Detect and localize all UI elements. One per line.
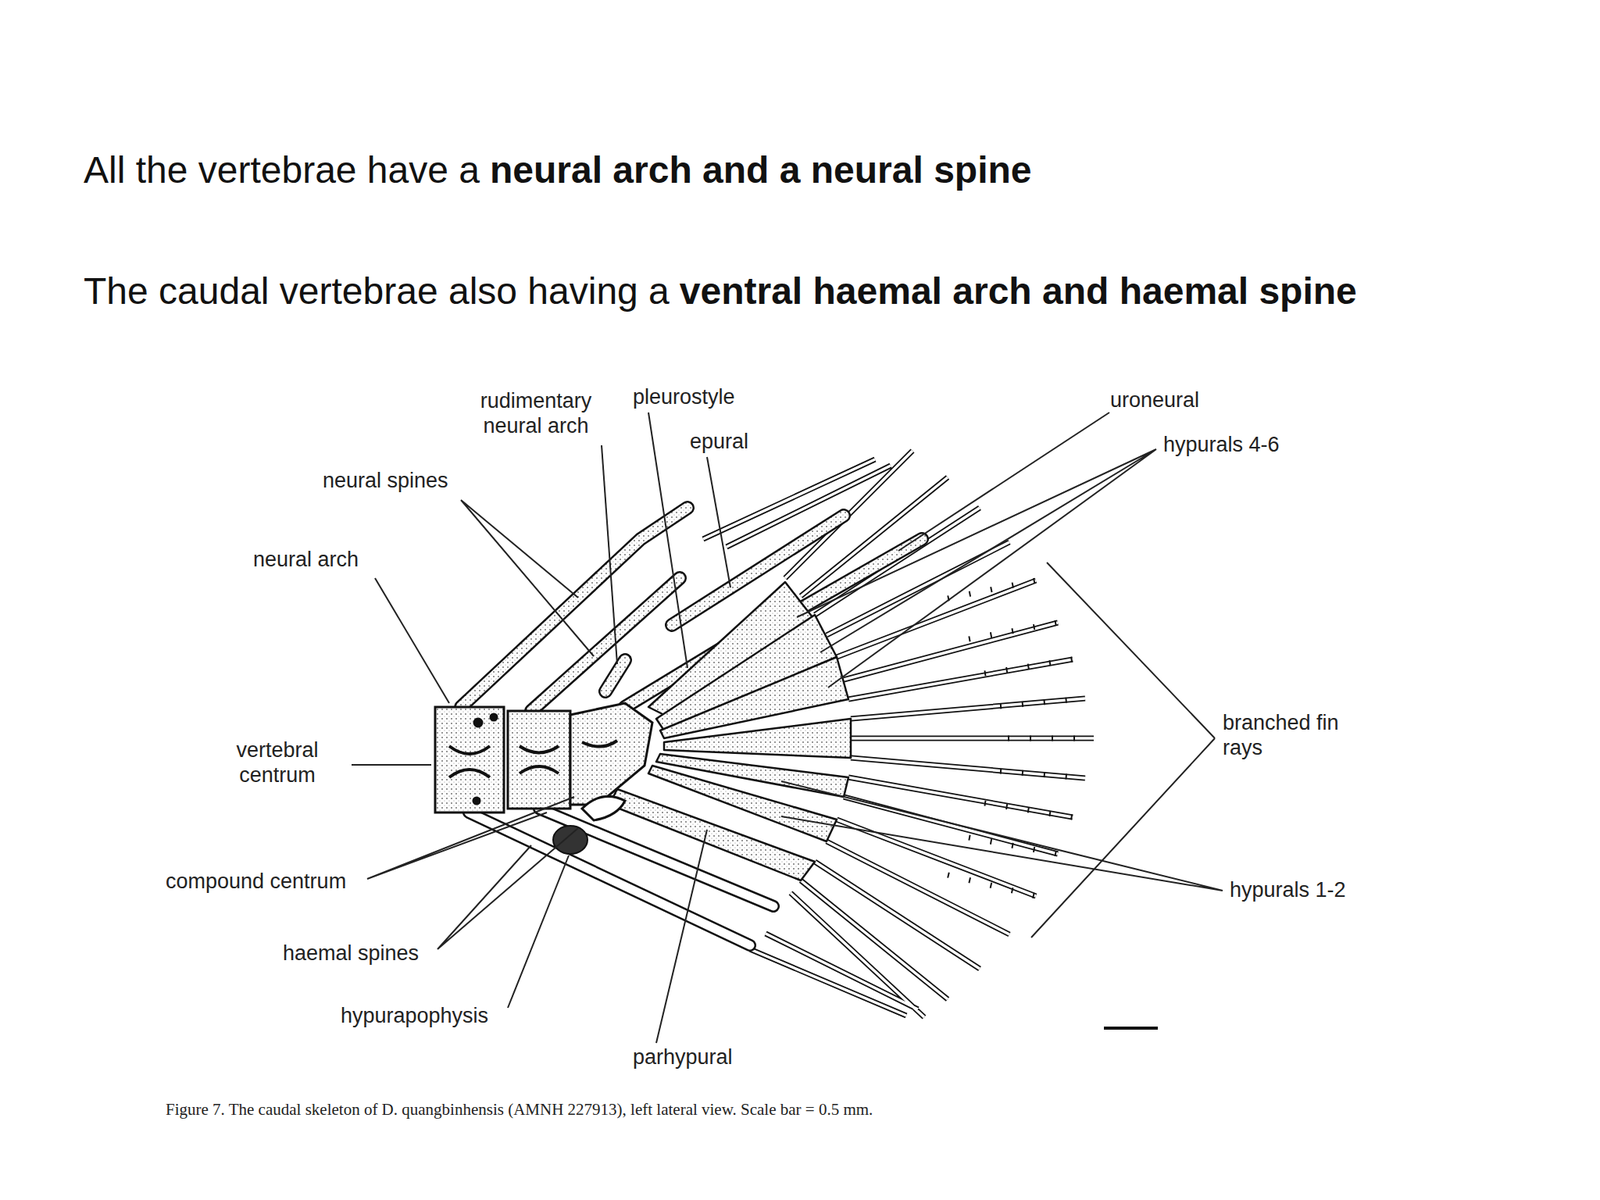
part-label: hypurals 4-6: [1163, 432, 1280, 458]
part-label: vertebral centrum: [209, 737, 346, 788]
leader-lines: [351, 412, 1223, 1043]
part-label: haemal spines: [282, 940, 419, 966]
part-label: neural arch: [253, 546, 359, 572]
bold-phrase: ventral haemal arch and haemal spine: [679, 270, 1358, 312]
part-label: rudimentary neural arch: [465, 388, 607, 439]
figure-caption: Figure 7. The caudal skeleton of D. quan…: [165, 1099, 873, 1120]
part-label: pleurostyle: [632, 384, 736, 410]
part-label: branched fin rays: [1222, 710, 1356, 761]
bold-phrase: neural arch and a neural spine: [489, 149, 1033, 191]
part-label: hypurapophysis: [340, 1003, 489, 1029]
plain-phrase: All the vertebrae have a: [83, 149, 480, 191]
part-label: epural: [689, 428, 749, 454]
scale-bar: [1103, 1026, 1158, 1030]
part-label: hypurals 1-2: [1229, 877, 1347, 903]
plain-phrase: The caudal vertebrae also having a: [83, 270, 670, 312]
heading-text: The caudal vertebrae also having aventra…: [83, 261, 1537, 321]
part-label: parhypural: [632, 1044, 733, 1070]
heading-text: All the vertebrae have aneural arch and …: [83, 140, 1537, 200]
part-label: neural spines: [322, 467, 449, 493]
vertebral-centra: [435, 703, 653, 821]
part-label: compound centrum: [165, 868, 347, 894]
part-label: uroneural: [1110, 387, 1200, 413]
hypurapophysis-blob: [553, 825, 588, 854]
